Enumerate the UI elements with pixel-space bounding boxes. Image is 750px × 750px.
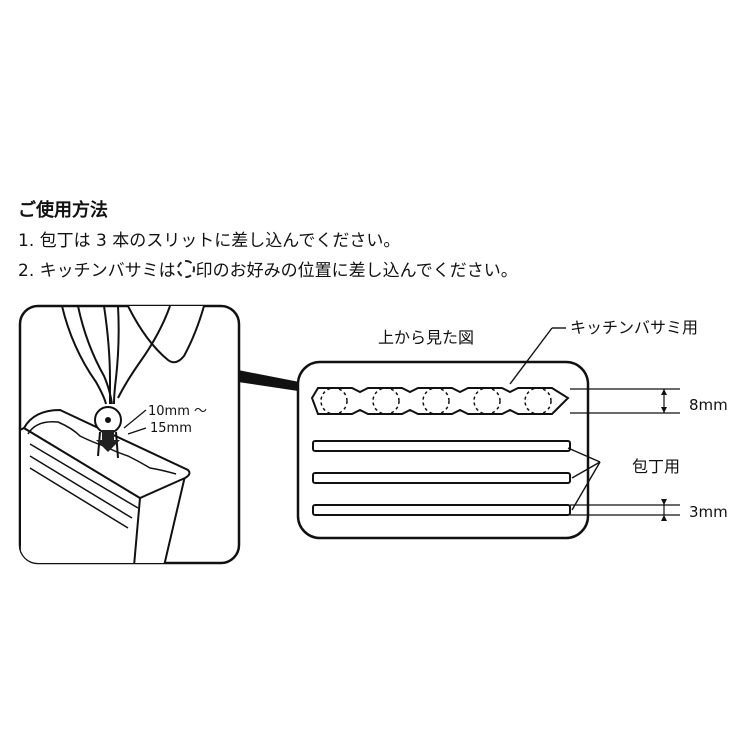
scissors-slot-label: キッチンバサミ用	[570, 318, 698, 337]
knife-callout-line	[567, 447, 601, 463]
instructions: ご使用方法 1. 包丁は 3 本のスリットに差し込んでください。 2. キッチン…	[18, 196, 738, 286]
slot-width-label-top: 10mm ～	[148, 404, 207, 419]
scissors-position-marker	[422, 387, 450, 415]
detail-panel: 10mm ～ 15mm	[18, 304, 241, 565]
knife-slot-width-label: 3mm	[689, 503, 728, 521]
scissors-slot	[310, 387, 570, 415]
knife-slot-label: 包丁用	[632, 457, 680, 476]
knife-slot	[312, 440, 571, 452]
scissors-illustration	[61, 306, 205, 459]
dotted-circle-icon	[176, 260, 195, 278]
scissors-position-marker	[372, 387, 400, 415]
scissors-slot-width-label: 8mm	[689, 396, 728, 414]
knife-slot	[312, 472, 571, 484]
instruction-step-2: 2. キッチンバサミは印のお好みの位置に差し込んでください。	[18, 256, 738, 286]
slot-width-label-bottom: 15mm	[150, 421, 192, 436]
top-view-panel: 上から見た図 キッチンバサミ用 8mm 包丁用	[296, 318, 728, 540]
instruction-step-2-end: 印のお好みの位置に差し込んでください。	[195, 261, 518, 281]
instructions-heading: ご使用方法	[18, 200, 108, 221]
instruction-step-1: 1. 包丁は 3 本のスリットに差し込んでください。	[18, 231, 401, 251]
knife-block	[20, 408, 191, 563]
scissors-position-marker	[320, 387, 348, 415]
scissors-position-marker	[524, 387, 552, 415]
knife-slot	[312, 504, 571, 516]
scissors-position-marker	[473, 387, 501, 415]
scissors-callout-line	[509, 327, 553, 385]
instruction-step-2-start: 2. キッチンバサミは	[18, 261, 176, 281]
top-view-title: 上から見た図	[378, 328, 474, 347]
down-arrow-icon	[96, 430, 120, 452]
